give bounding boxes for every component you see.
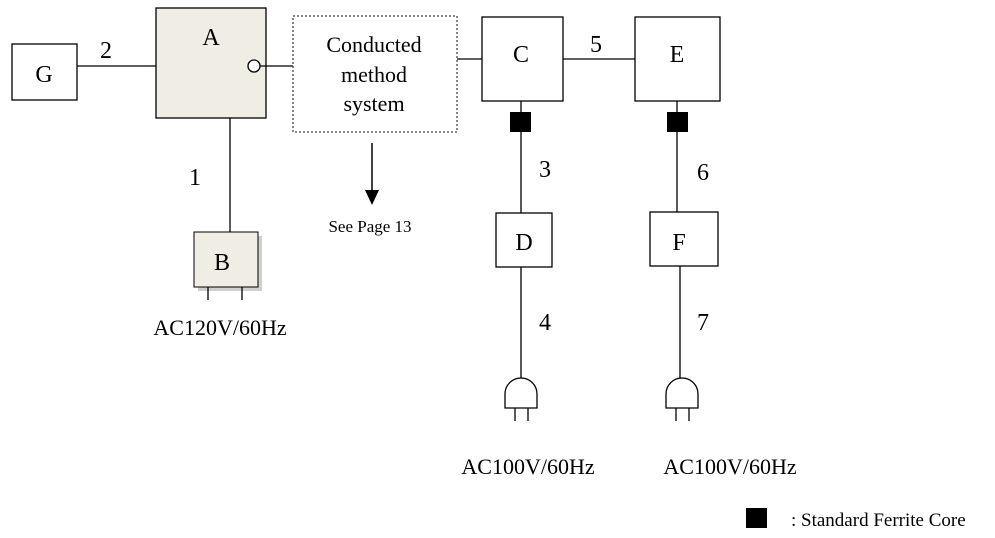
power-label-b: AC120V/60Hz (153, 315, 286, 340)
box-g-label: G (35, 62, 52, 88)
cable-7-number: 7 (697, 310, 709, 336)
box-d-label: D (515, 230, 532, 256)
conducted-method-box (292, 15, 458, 133)
box-e-label: E (670, 42, 685, 68)
legend-ferrite-swatch (746, 508, 767, 528)
see-page-label: See Page 13 (328, 217, 411, 236)
cable-4-number: 4 (539, 310, 551, 336)
cable-5-number: 5 (590, 32, 602, 58)
box-b (193, 231, 259, 288)
box-e (634, 16, 721, 102)
box-f (649, 211, 719, 267)
conducted-line-1: Conducted (326, 32, 421, 57)
down-arrow-head (365, 190, 379, 205)
port-circle (247, 59, 261, 73)
cable-1-number: 1 (189, 165, 201, 191)
box-a-label: A (202, 25, 220, 51)
box-a (155, 7, 267, 119)
power-label-d: AC100V/60Hz (461, 454, 594, 479)
power-label-f: AC100V/60Hz (663, 454, 796, 479)
box-c (481, 16, 564, 102)
power-plug-d (504, 377, 538, 409)
box-g (11, 43, 78, 101)
conducted-line-3: system (343, 91, 404, 116)
cable-3-number: 3 (539, 157, 551, 183)
legend-text: : Standard Ferrite Core (791, 510, 966, 531)
cable-6-number: 6 (697, 160, 709, 186)
box-b-label: B (214, 250, 230, 276)
ferrite-core-c (510, 112, 531, 132)
ferrite-core-e (667, 112, 688, 132)
box-c-label: C (513, 42, 529, 68)
cable-2-number: 2 (100, 38, 112, 64)
box-d (495, 212, 553, 268)
box-f-label: F (672, 230, 685, 256)
power-plug-f (665, 377, 699, 409)
conducted-line-2: method (341, 62, 407, 87)
